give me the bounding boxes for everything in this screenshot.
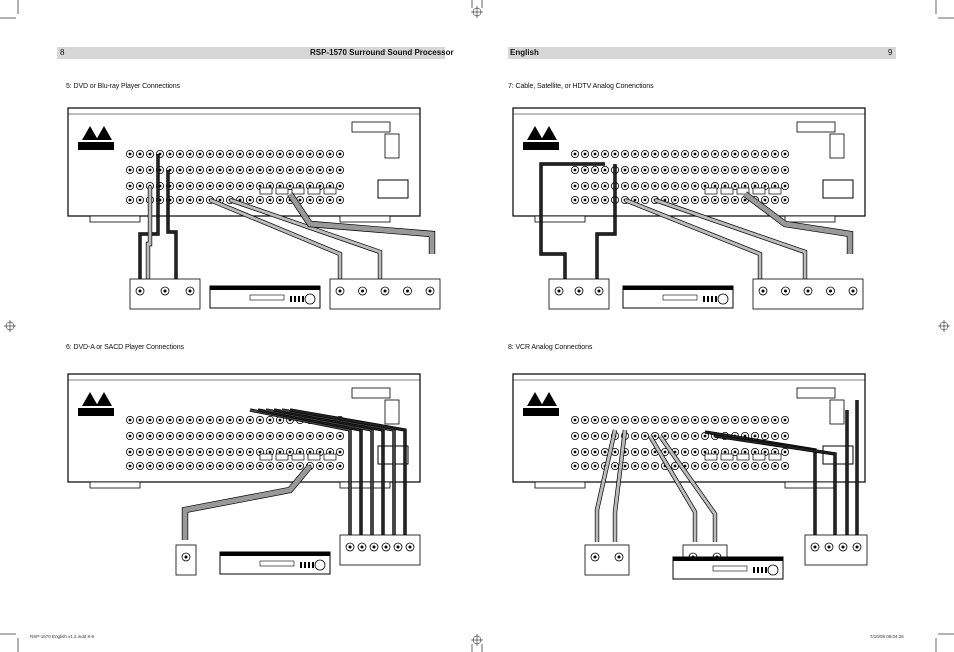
receiver-foot-left xyxy=(534,481,586,489)
source-outputs-panel xyxy=(175,544,197,576)
hdmi-port xyxy=(259,453,273,461)
warning-icon xyxy=(96,392,112,406)
source-player xyxy=(209,285,321,309)
source-outputs-panel xyxy=(752,278,864,310)
power-knob xyxy=(314,559,326,571)
receiver-back-panel xyxy=(67,107,421,223)
source-outputs-panel xyxy=(329,278,441,310)
ac-inlet xyxy=(822,179,854,199)
receiver-foot-left xyxy=(534,215,586,223)
right-header-title: English xyxy=(510,48,539,57)
output-panel xyxy=(584,544,630,576)
hdmi-port xyxy=(752,187,766,195)
hdmi-port xyxy=(323,187,337,195)
warning-icon xyxy=(527,126,543,140)
power-switch xyxy=(829,399,845,425)
receiver-back-panel xyxy=(512,373,866,489)
output-panel xyxy=(339,534,421,566)
brand-logo-plate xyxy=(351,121,391,133)
section-title-8: 8: VCR Analog Connections xyxy=(508,344,593,351)
warning-icon xyxy=(541,126,557,140)
power-switch xyxy=(384,399,400,425)
source-player xyxy=(672,556,784,580)
source-player xyxy=(622,285,734,309)
source-player xyxy=(219,551,331,575)
source-outputs-panel xyxy=(129,278,201,310)
diagram-dvda-sacd xyxy=(67,373,421,576)
receiver-foot-right xyxy=(339,481,391,489)
brand-logo-plate xyxy=(796,387,836,399)
right-header-bar xyxy=(508,47,896,59)
warning-icon xyxy=(96,126,112,140)
warning-label xyxy=(523,408,559,416)
warning-icon xyxy=(82,126,98,140)
disc-tray xyxy=(662,294,698,301)
source-outputs-panel xyxy=(548,278,610,310)
source-outputs-panel xyxy=(584,544,630,576)
hdmi-port xyxy=(752,453,766,461)
receiver-foot-left xyxy=(89,215,141,223)
hdmi-port xyxy=(736,453,750,461)
section-title-5: 5: DVD or Blu-ray Player Connections xyxy=(66,83,180,90)
receiver-back-panel xyxy=(67,373,421,489)
hdmi-port xyxy=(720,187,734,195)
receiver-foot-right xyxy=(784,481,836,489)
hdmi-port xyxy=(704,187,718,195)
warning-icon xyxy=(82,392,98,406)
power-switch xyxy=(829,133,845,159)
hdmi-port xyxy=(291,453,305,461)
receiver-foot-right xyxy=(784,215,836,223)
hdmi-port xyxy=(736,187,750,195)
hdmi-port xyxy=(768,453,782,461)
footer-timestamp: 7/10/08 08:04:26 xyxy=(870,634,904,639)
hdmi-port xyxy=(307,453,321,461)
warning-label xyxy=(78,408,114,416)
section-title-6: 6: DVD-A or SACD Player Connections xyxy=(66,344,184,351)
hdmi-port xyxy=(720,453,734,461)
hdmi-port xyxy=(307,187,321,195)
left-header-title: RSP-1570 Surround Sound Processor xyxy=(310,48,454,57)
hdmi-port xyxy=(323,453,337,461)
registration-marks xyxy=(4,6,950,646)
section-title-7: 7: Cable, Satellite, or HDTV Analog Cone… xyxy=(508,83,654,90)
hdmi-port xyxy=(291,187,305,195)
disc-tray xyxy=(712,565,748,572)
receiver-back-panel xyxy=(512,107,866,223)
power-switch xyxy=(384,133,400,159)
hdmi-port xyxy=(275,453,289,461)
source-outputs-panel xyxy=(804,534,868,566)
disc-tray xyxy=(259,560,295,567)
warning-label xyxy=(78,142,114,150)
hdmi-port xyxy=(259,187,273,195)
receiver-foot-right xyxy=(339,215,391,223)
warning-icon xyxy=(527,392,543,406)
power-knob xyxy=(767,564,779,576)
warning-icon xyxy=(541,392,557,406)
diagram-dvd-bluray xyxy=(67,107,441,310)
brand-logo-plate xyxy=(351,387,391,399)
left-page-number: 8 xyxy=(60,48,65,57)
power-knob xyxy=(304,293,316,305)
source-outputs-panel xyxy=(339,534,421,566)
ac-inlet xyxy=(377,179,409,199)
brand-logo-plate xyxy=(796,121,836,133)
power-knob xyxy=(717,293,729,305)
receiver-foot-left xyxy=(89,481,141,489)
diagram-vcr xyxy=(512,373,868,580)
hdmi-port xyxy=(768,187,782,195)
left-header-bar xyxy=(57,47,445,59)
disc-tray xyxy=(249,294,285,301)
warning-label xyxy=(523,142,559,150)
footer-file-info: RSP-1570 English v1.2.indd 8-9 xyxy=(30,634,95,639)
diagram-cable-satellite xyxy=(512,107,866,310)
hdmi-port xyxy=(275,187,289,195)
right-page-number: 9 xyxy=(888,48,893,57)
hdmi-port xyxy=(704,453,718,461)
